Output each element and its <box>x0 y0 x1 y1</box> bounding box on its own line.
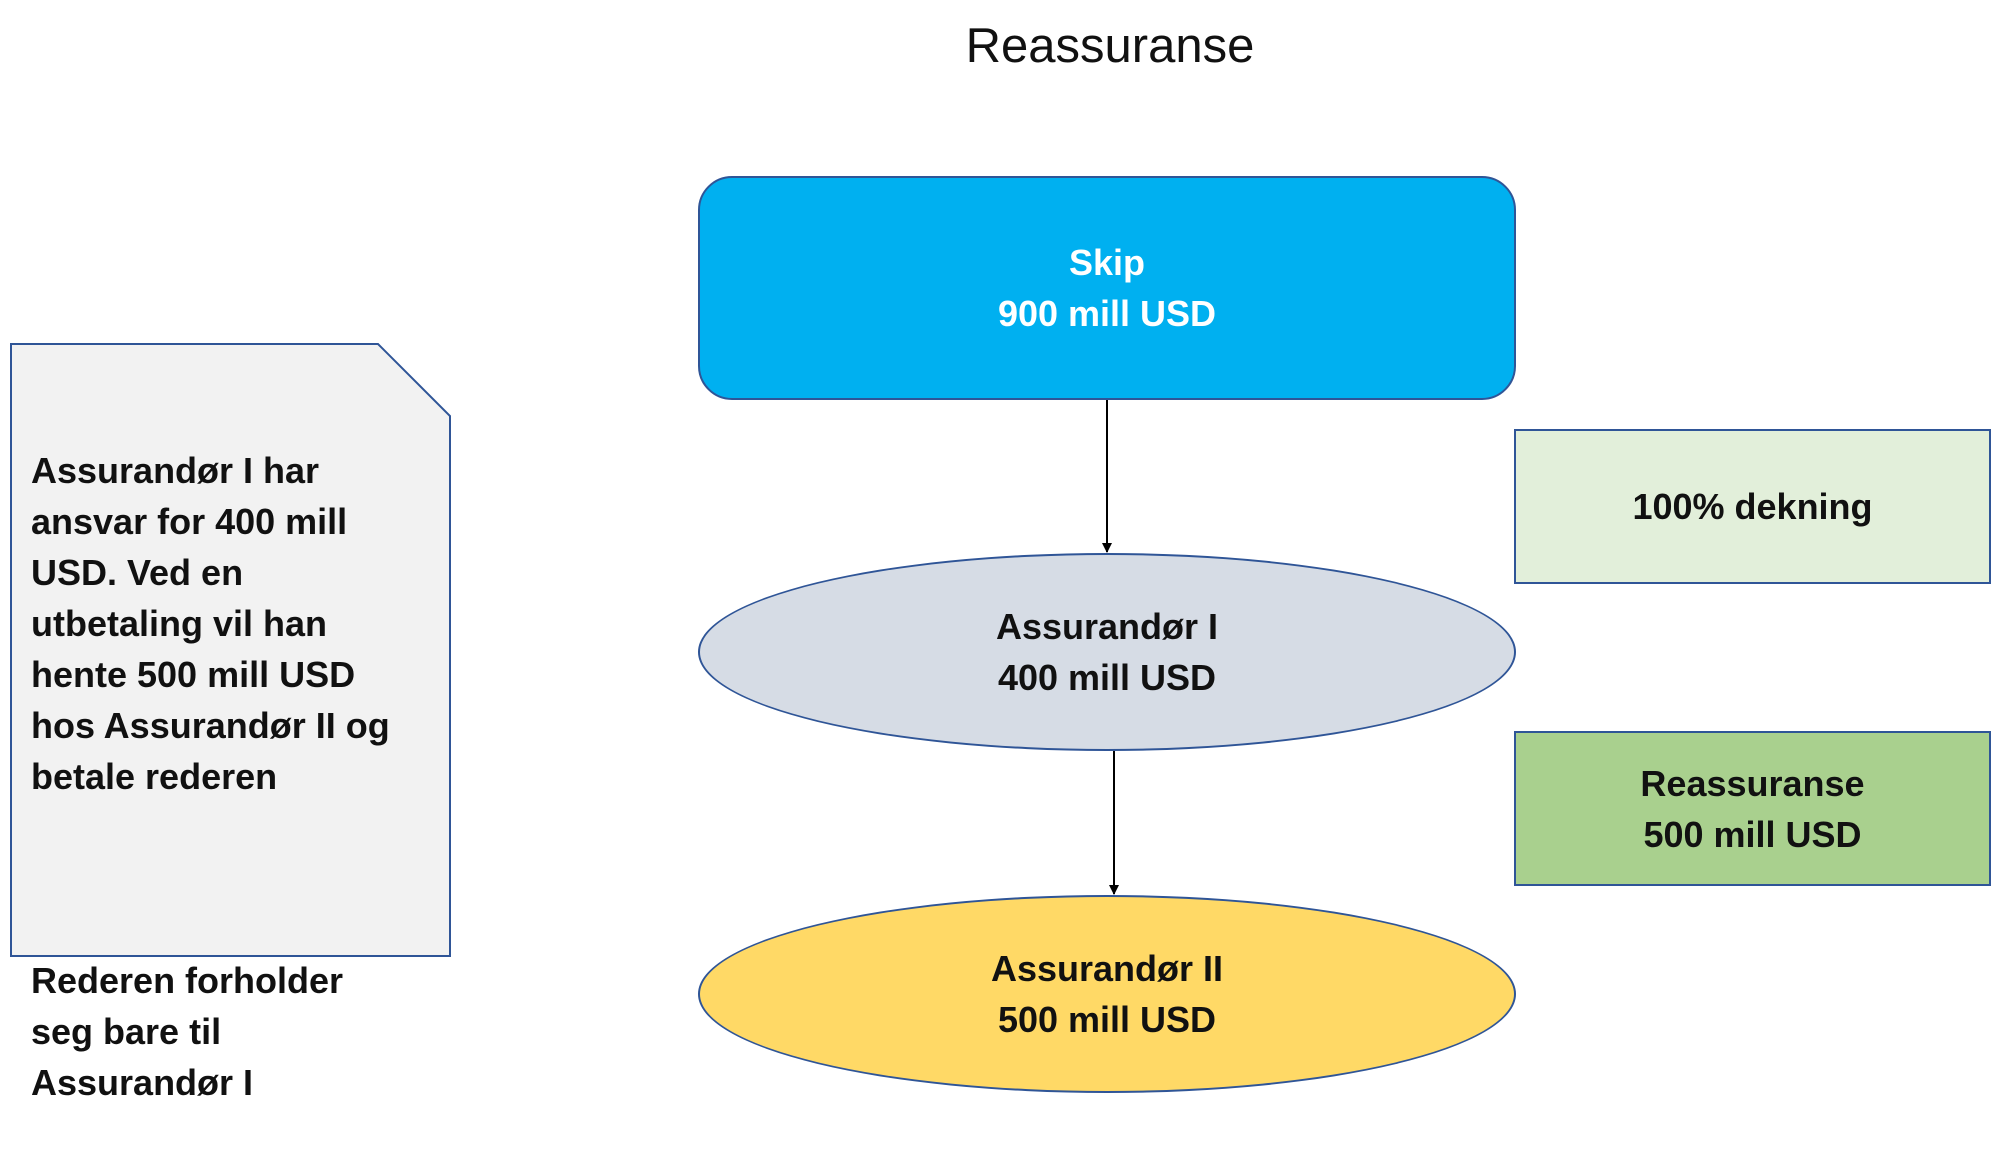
insurer1-ellipse: Assurandør I 400 mill USD <box>698 553 1516 751</box>
reinsurance-label: Reassuranse <box>1640 762 1865 804</box>
insurer2-label: Assurandør II <box>990 948 1224 989</box>
connectors <box>1102 400 1119 895</box>
ship-box: Skip 900 mill USD <box>698 176 1516 400</box>
diagram-title: Reassuranse <box>965 19 1255 73</box>
reinsurance-box: Reassuranse 500 mill USD <box>1514 731 1991 886</box>
insurer1-label: Assurandør I <box>995 606 1219 647</box>
insurer2-value: 500 mill USD <box>997 999 1217 1040</box>
insurer1-value: 400 mill USD <box>997 657 1217 698</box>
coverage-box: 100% dekning <box>1514 429 1991 584</box>
ship-label: Skip <box>1068 242 1146 283</box>
note-paragraph-1: Assurandør I har ansvar for 400 mill USD… <box>31 450 390 797</box>
note-paragraph-2: Rederen forholder seg bare til Assurandø… <box>31 960 344 1103</box>
explanation-note: Assurandør I har ansvar for 400 mill USD… <box>31 394 441 1159</box>
insurer2-ellipse: Assurandør II 500 mill USD <box>698 895 1516 1093</box>
reinsurance-value: 500 mill USD <box>1643 813 1862 855</box>
ship-value: 900 mill USD <box>997 293 1217 334</box>
note-shape <box>10 343 451 957</box>
coverage-label: 100% dekning <box>1632 486 1873 527</box>
